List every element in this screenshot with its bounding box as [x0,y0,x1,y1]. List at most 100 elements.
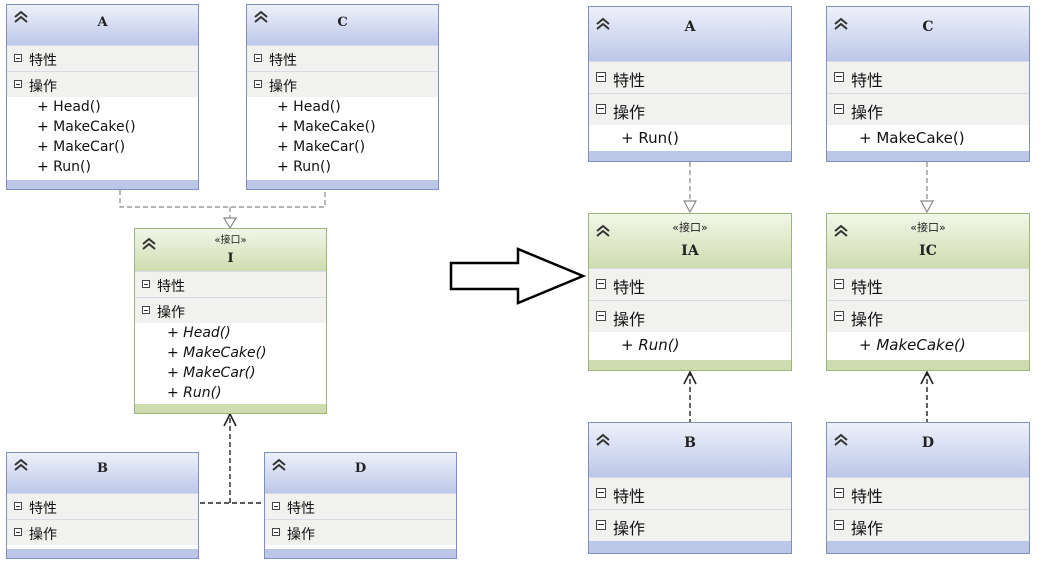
operations-section[interactable]: 操作 [7,71,198,97]
collapse-minus-icon[interactable] [14,528,22,536]
transform-arrow [449,247,587,305]
attributes-section[interactable]: 特性 [827,268,1029,300]
attributes-section[interactable]: 特性 [265,493,456,519]
collapse-chevron-icon[interactable] [594,15,612,31]
attributes-section[interactable]: 特性 [7,45,198,71]
collapse-minus-icon[interactable] [254,80,262,88]
attributes-section[interactable]: 特性 [827,61,1029,93]
attributes-section[interactable]: 特性 [589,61,791,93]
attributes-section[interactable]: 特性 [589,268,791,300]
operations-section[interactable]: 操作 [827,93,1029,125]
interface-ia-right[interactable]: «接口» IA 特性 操作 + Run() [588,213,792,371]
interface-header: «接口» I [135,229,326,271]
operations-section[interactable]: 操作 [265,519,456,545]
interface-i-left[interactable]: «接口» I 特性 操作 + Head() + MakeCake() + Mak… [134,228,327,414]
class-footer [265,549,456,558]
collapse-minus-icon[interactable] [834,311,844,321]
class-footer [827,541,1029,553]
collapse-minus-icon[interactable] [596,520,606,530]
operation-item[interactable]: + Head() [167,325,231,341]
operation-item[interactable]: + MakeCake() [859,129,965,147]
attributes-section[interactable]: 特性 [247,45,438,71]
collapse-minus-icon[interactable] [596,279,606,289]
class-d-left[interactable]: D 特性 操作 [264,452,457,559]
collapse-chevron-icon[interactable] [12,456,30,472]
operation-item[interactable]: + MakeCake() [37,119,136,135]
operation-item[interactable]: + MakeCake() [277,119,376,135]
class-name: D [921,435,935,451]
collapse-chevron-icon[interactable] [832,222,850,238]
class-c-right[interactable]: C 特性 操作 + MakeCake() [826,6,1030,162]
collapse-minus-icon[interactable] [596,72,606,82]
operations-section[interactable]: 操作 [589,509,791,541]
attributes-section[interactable]: 特性 [827,477,1029,509]
collapse-chevron-icon[interactable] [12,8,30,24]
collapse-chevron-icon[interactable] [252,8,270,24]
class-b-left[interactable]: B 特性 操作 [6,452,199,559]
class-c-left[interactable]: C 特性 操作 + Head() + MakeCake() + MakeCar(… [246,4,439,190]
collapse-minus-icon[interactable] [834,279,844,289]
collapse-minus-icon[interactable] [272,502,280,510]
interface-ic-right[interactable]: «接口» IC 特性 操作 + MakeCake() [826,213,1030,371]
attributes-section[interactable]: 特性 [589,477,791,509]
operation-item[interactable]: + Run() [621,129,679,147]
operations-section[interactable]: 操作 [135,297,326,323]
collapse-chevron-icon[interactable] [270,456,288,472]
collapse-chevron-icon[interactable] [140,235,158,251]
operation-list: + MakeCake() [827,125,1029,151]
collapse-minus-icon[interactable] [834,72,844,82]
collapse-minus-icon[interactable] [834,104,844,114]
class-d-right[interactable]: D 特性 操作 [826,422,1030,554]
dependency-arrowhead-ia [683,370,697,385]
class-footer [7,549,198,558]
operation-item[interactable]: + MakeCar() [167,365,256,381]
collapse-minus-icon[interactable] [142,280,150,288]
collapse-chevron-icon[interactable] [594,222,612,238]
class-header: D [265,453,456,493]
operation-list: + Run() [589,125,791,151]
class-b-right[interactable]: B 特性 操作 [588,422,792,554]
operations-section[interactable]: 操作 [7,519,198,545]
interface-name: I [227,251,234,266]
operation-item[interactable]: + Run() [621,336,680,354]
operation-item[interactable]: + MakeCar() [37,139,126,155]
class-name: A [97,15,108,30]
collapse-chevron-icon[interactable] [832,15,850,31]
class-a-right[interactable]: A 特性 操作 + Run() [588,6,792,162]
collapse-minus-icon[interactable] [834,488,844,498]
operation-item[interactable]: + Head() [37,99,101,115]
collapse-minus-icon[interactable] [14,54,22,62]
class-a-left[interactable]: A 特性 操作 + Head() + MakeCake() + MakeCar(… [6,4,199,190]
operations-section[interactable]: 操作 [589,300,791,332]
operation-list: + MakeCake() [827,332,1029,360]
collapse-minus-icon[interactable] [142,306,150,314]
collapse-chevron-icon[interactable] [832,431,850,447]
collapse-minus-icon[interactable] [596,104,606,114]
operations-section[interactable]: 操作 [589,93,791,125]
operation-item[interactable]: + Run() [37,159,91,175]
operation-item[interactable]: + MakeCar() [277,139,366,155]
collapse-minus-icon[interactable] [272,528,280,536]
collapse-chevron-icon[interactable] [594,431,612,447]
collapse-minus-icon[interactable] [596,488,606,498]
class-header: C [247,5,438,45]
operations-section[interactable]: 操作 [247,71,438,97]
operation-item[interactable]: + Run() [277,159,331,175]
collapse-minus-icon[interactable] [254,54,262,62]
attributes-section[interactable]: 特性 [7,493,198,519]
attributes-section[interactable]: 特性 [135,271,326,297]
collapse-minus-icon[interactable] [834,520,844,530]
operation-item[interactable]: + MakeCake() [167,345,267,361]
operation-list: + Head() + MakeCake() + MakeCar() + Run(… [135,323,326,405]
collapse-minus-icon[interactable] [14,80,22,88]
collapse-minus-icon[interactable] [596,311,606,321]
class-name: B [684,435,696,451]
operation-item[interactable]: + Head() [277,99,341,115]
operation-item[interactable]: + MakeCake() [859,336,966,354]
operations-section[interactable]: 操作 [827,509,1029,541]
operation-list: + Head() + MakeCake() + MakeCar() + Run(… [7,97,198,179]
collapse-minus-icon[interactable] [14,502,22,510]
operation-item[interactable]: + Run() [167,385,222,401]
operations-section[interactable]: 操作 [827,300,1029,332]
